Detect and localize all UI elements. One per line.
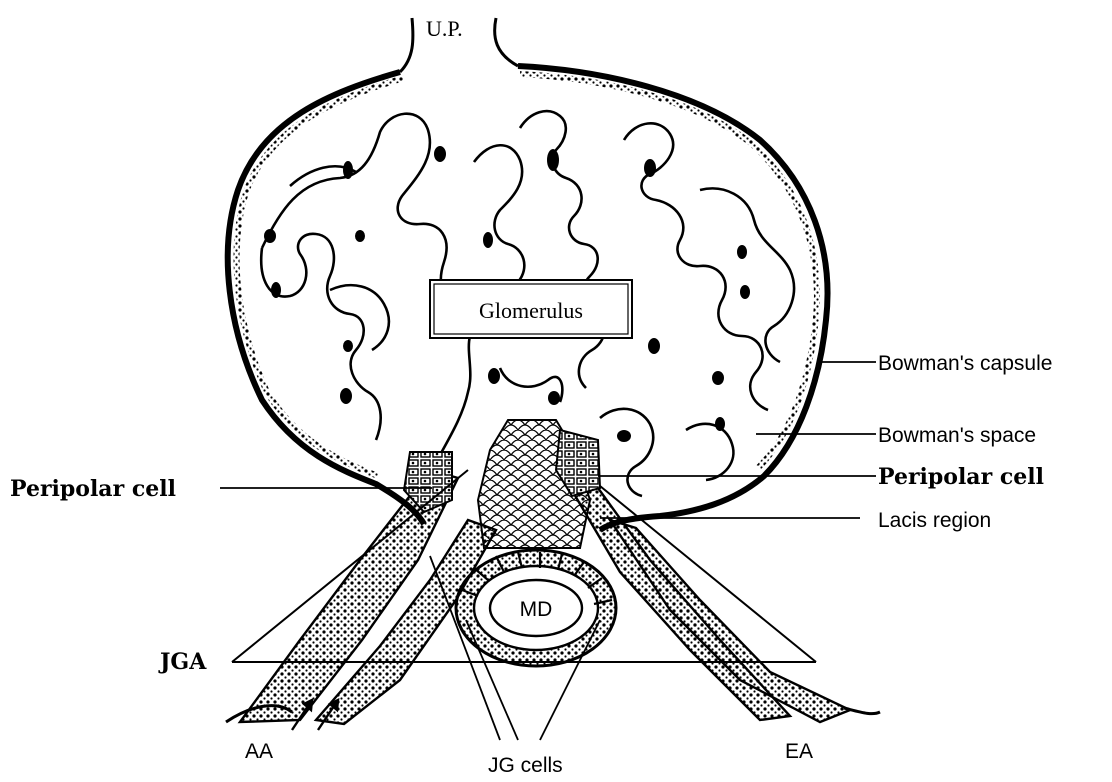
ea-label: EA	[785, 740, 813, 763]
peripolar-cell-left-label: Peripolar cell	[10, 476, 176, 502]
jga-label: JGA	[158, 649, 207, 675]
peripolar-cell-right-label: Peripolar cell	[878, 464, 1044, 490]
jg-cells-label: JG cells	[488, 754, 563, 777]
up-label: U.P.	[426, 16, 463, 41]
bowmans-capsule-label: Bowman's capsule	[878, 352, 1052, 375]
md-label: MD	[520, 598, 553, 621]
afferent-arteriole	[226, 470, 496, 724]
aa-label: AA	[245, 740, 273, 763]
macula-densa: MD	[456, 550, 616, 666]
bowmans-space-label: Bowman's space	[878, 424, 1036, 447]
glomerulus-label-box: Glomerulus	[430, 280, 632, 338]
glomerulus-label: Glomerulus	[479, 298, 583, 323]
lacis-region-label: Lacis region	[878, 509, 991, 532]
